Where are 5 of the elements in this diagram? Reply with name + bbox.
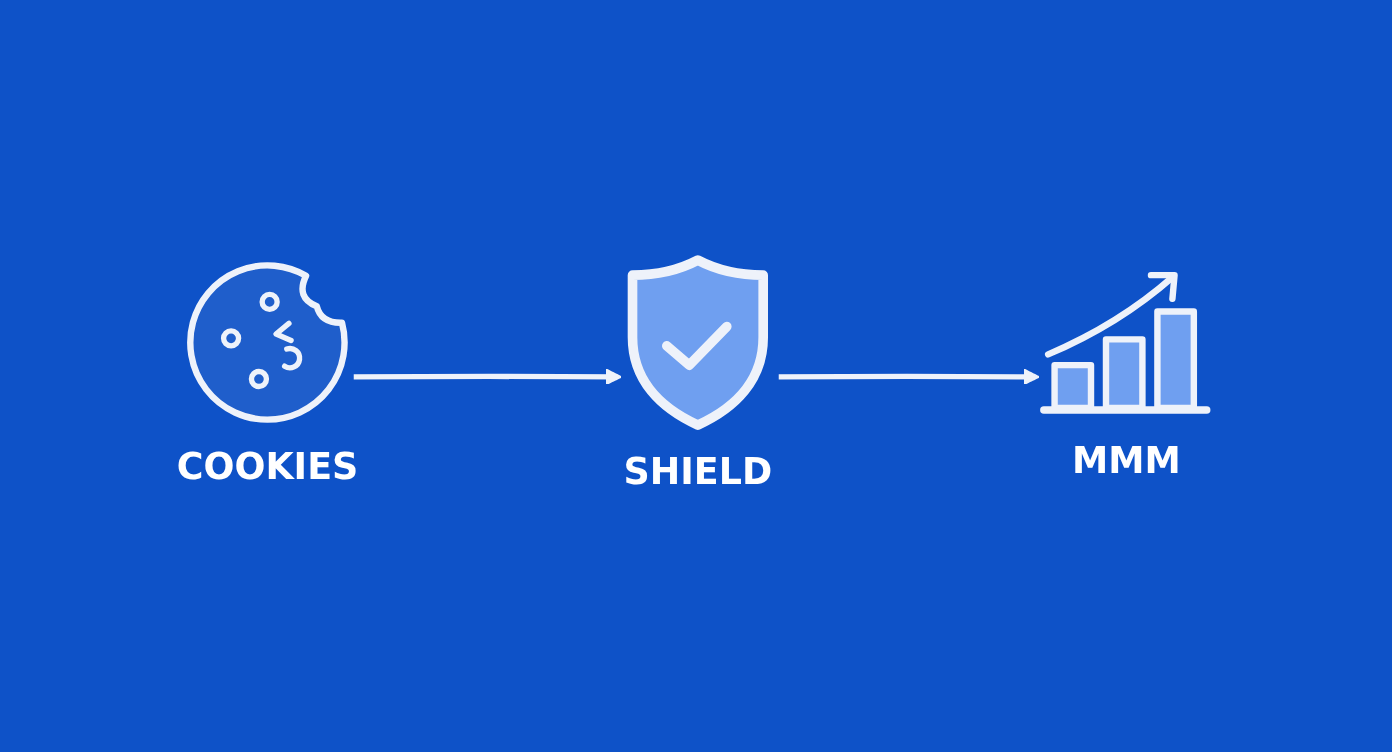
node-label: COOKIES (176, 444, 359, 487)
node-label: MMM (1071, 438, 1181, 482)
arrow (353, 368, 622, 385)
arrow (778, 368, 1040, 385)
node-label: SHIELD (623, 449, 773, 493)
